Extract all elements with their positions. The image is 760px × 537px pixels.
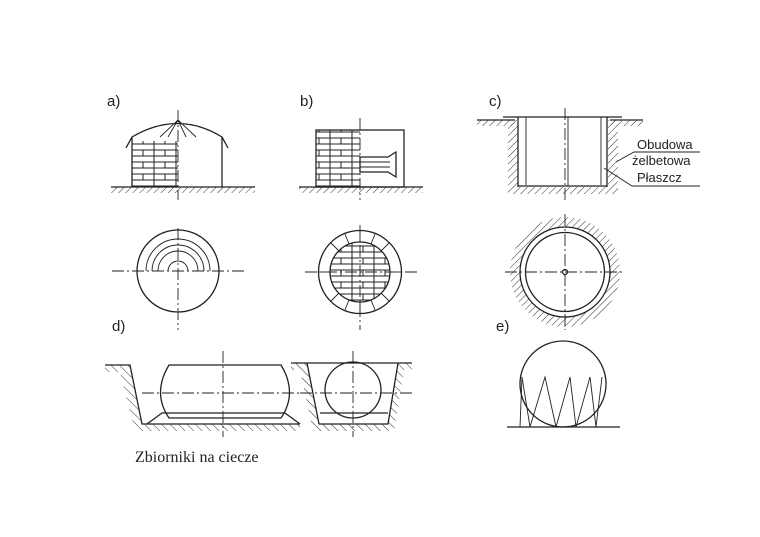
- annotations-c: Obudowa żelbetowa Płaszcz: [603, 137, 700, 187]
- tank-b-elevation: [299, 118, 423, 200]
- panel-a: a): [107, 93, 255, 330]
- panel-b-label: b): [300, 93, 313, 110]
- tank-d-section: [291, 351, 415, 437]
- panel-a-label: a): [107, 93, 120, 110]
- tank-d-horizontal: [105, 351, 303, 437]
- panel-e-label: e): [496, 318, 509, 335]
- tank-b-plan: [305, 225, 418, 330]
- panel-c: c) Obudowa żelbetowa Płaszcz: [477, 93, 700, 330]
- spherical-tank: [507, 340, 620, 428]
- figure-caption: Zbiorniki na ciecze: [135, 449, 259, 466]
- label-plaszcz: Płaszcz: [637, 170, 682, 185]
- tank-c-elevation: [477, 108, 643, 200]
- panel-b: b): [299, 93, 423, 330]
- panel-e: e): [496, 318, 620, 428]
- panel-d-label: d): [112, 318, 125, 335]
- label-obudowa: Obudowa: [637, 137, 693, 152]
- label-zelbetowa: żelbetowa: [632, 153, 691, 168]
- tank-c-plan: [505, 214, 625, 330]
- tank-a-plan: [112, 228, 244, 330]
- panel-c-label: c): [489, 93, 502, 110]
- tank-a-elevation: [111, 110, 255, 200]
- panel-d: d) Zbiorniki na ciecze: [105, 318, 415, 466]
